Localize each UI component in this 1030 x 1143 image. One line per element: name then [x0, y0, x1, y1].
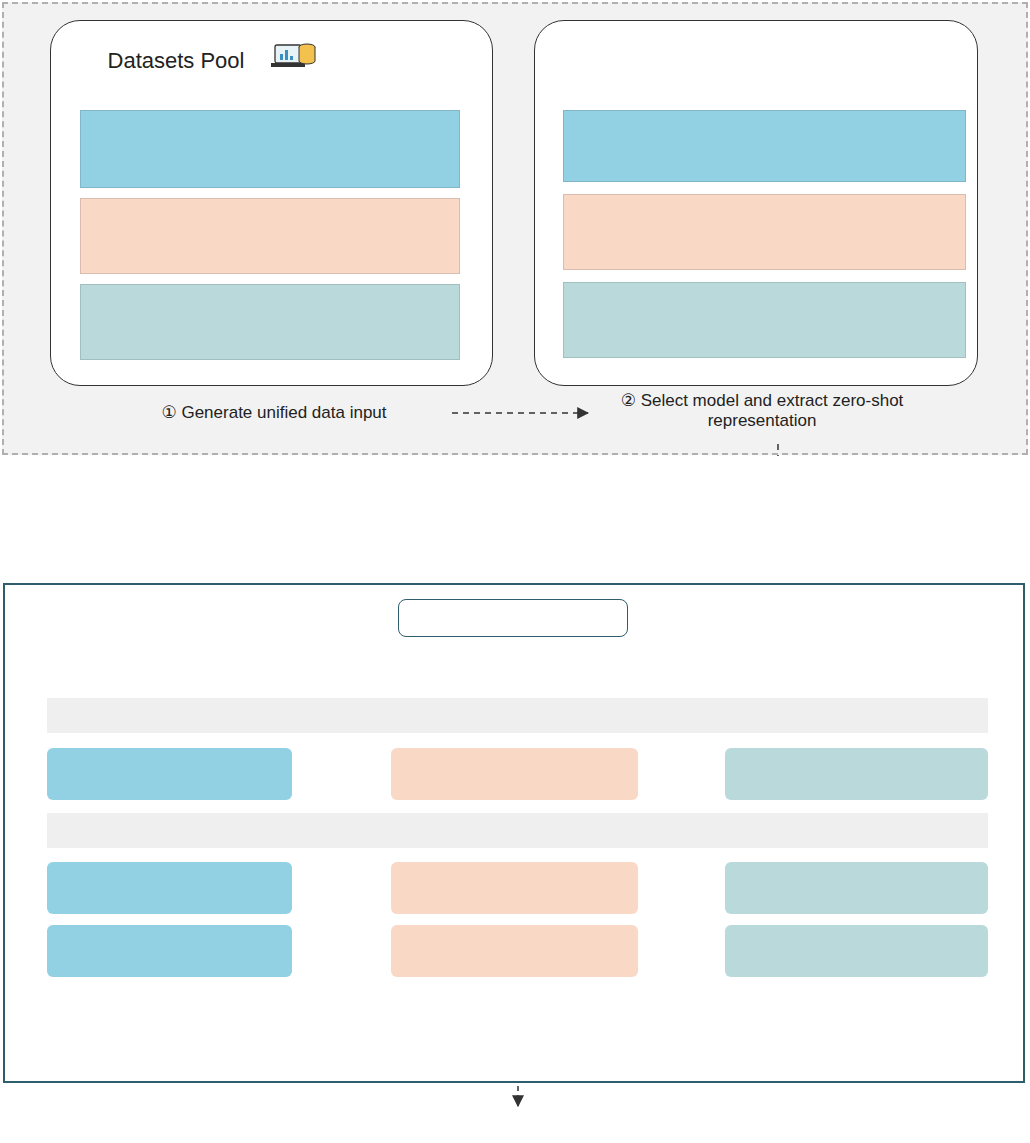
node-text: Datasets Pool — [71, 48, 281, 74]
section-band — [47, 698, 988, 733]
dataset-box — [80, 284, 460, 360]
datasets-pool: Datasets Pool — [50, 20, 493, 386]
metric-box — [725, 925, 988, 977]
framework-frame — [3, 583, 1025, 1083]
node-text: ① Generate unified data input — [104, 402, 444, 423]
section-band — [47, 813, 988, 848]
report-arrow — [517, 1086, 519, 1106]
metric-box — [391, 748, 638, 800]
dataset-box — [80, 198, 460, 274]
metric-box — [391, 862, 638, 914]
models-pool — [534, 20, 978, 386]
metric-box — [725, 862, 988, 914]
metric-box — [47, 925, 292, 977]
metric-box — [391, 925, 638, 977]
node-text: ② Select model and extract zero-shot rep… — [602, 390, 922, 431]
pipeline-region: Datasets Pool ① Generate unified data inp… — [2, 2, 1028, 455]
metric-box — [47, 862, 292, 914]
dataset-box — [80, 110, 460, 188]
model-box — [563, 282, 966, 358]
metric-box — [725, 748, 988, 800]
illustration — [81, 111, 461, 189]
framework-title — [398, 599, 628, 637]
metric-box — [47, 748, 292, 800]
model-box — [563, 110, 966, 182]
model-box — [563, 194, 966, 270]
